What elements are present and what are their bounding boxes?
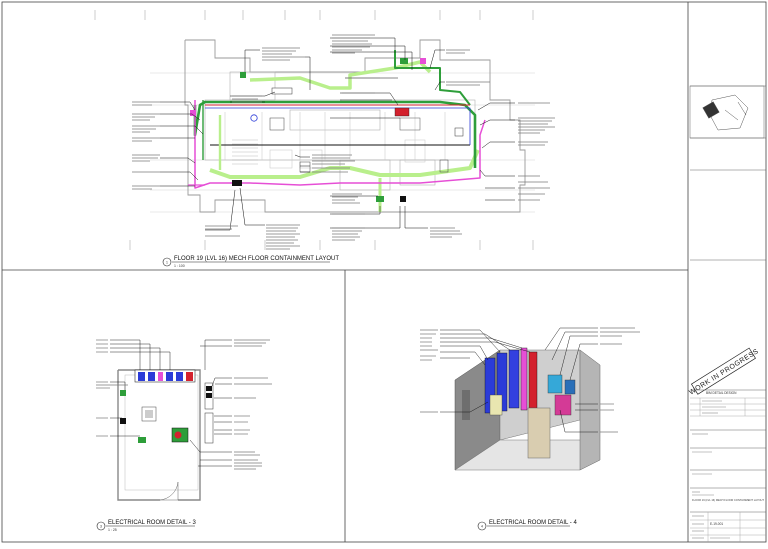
wall-socket xyxy=(120,390,126,396)
floor-box-2 xyxy=(138,437,146,443)
key-plan xyxy=(702,94,749,131)
riser-box xyxy=(204,412,214,444)
detail4-number-circle xyxy=(477,521,487,531)
green-tray-north xyxy=(394,50,471,106)
equipment-e xyxy=(420,58,426,64)
grid-ticks-bottom xyxy=(129,240,534,250)
plan-view-scale: 1 : 100 xyxy=(174,264,185,268)
equipment-c xyxy=(400,196,406,202)
plan-leaders xyxy=(160,37,515,231)
riser-marker xyxy=(250,114,258,122)
iso-light-panel xyxy=(489,394,503,416)
equipment-h xyxy=(454,127,464,137)
title-block-heading: BIM DETAIL DESIGN xyxy=(706,391,737,395)
detail3-number: 3 xyxy=(100,524,102,528)
equipment-b xyxy=(376,196,384,202)
detail3-tag-labels xyxy=(96,339,272,470)
iso-panel-pink xyxy=(554,394,572,416)
iso-cabinet-red xyxy=(528,351,538,409)
switch-room xyxy=(399,117,421,131)
plan-equipment xyxy=(190,58,464,202)
iso-panel-teal xyxy=(564,379,576,395)
blue-cable-route xyxy=(205,107,471,145)
plan-view-number: 1 xyxy=(166,260,168,264)
detail3-title: ELECTRICAL ROOM DETAIL - 3 xyxy=(108,520,196,526)
equipment-a xyxy=(232,180,242,186)
equipment-g xyxy=(240,72,246,78)
detail3-number-circle xyxy=(96,521,106,531)
detail3-leaders xyxy=(110,339,232,467)
plan-tag-labels xyxy=(132,34,555,250)
iso-door xyxy=(527,407,551,459)
detail4-view-title: 4 ELECTRICAL ROOM DETAIL - 4 xyxy=(477,520,577,531)
comms-cabinet xyxy=(271,87,293,95)
plant-box-1 xyxy=(269,117,285,131)
title-block-fields xyxy=(692,400,730,539)
plan-view-title-text: FLOOR 19 (LVL 16) MECH FLOOR CONTAINMENT… xyxy=(174,256,339,262)
detail3-room xyxy=(117,369,214,501)
plan-view-title: 1 FLOOR 19 (LVL 16) MECH FLOOR CONTAINME… xyxy=(162,256,339,268)
detail4-title: ELECTRICAL ROOM DETAIL - 4 xyxy=(489,520,577,526)
room-partitions xyxy=(224,112,446,169)
detail3-view-title: 3 ELECTRICAL ROOM DETAIL - 3 1 : 25 xyxy=(96,520,196,532)
drawing-number: E-19-001 xyxy=(710,522,723,526)
door-swing xyxy=(159,481,179,501)
detail3-scale: 1 : 25 xyxy=(108,528,117,532)
detail4-tag-labels xyxy=(420,327,640,433)
equipment-d xyxy=(400,58,408,64)
title-block: BIM DETAIL DESIGN FLOOR 19 (LVL 16) MECH… xyxy=(689,85,766,542)
plant-box-3 xyxy=(439,159,449,173)
distribution-board xyxy=(394,107,410,117)
key-plan-frame xyxy=(689,85,765,139)
drawing-title-line1: FLOOR 19 (LVL 16) MECH FLOOR CONTAINMENT… xyxy=(692,499,765,502)
light-green-tray-north xyxy=(249,60,432,90)
iso-cabinet-3 xyxy=(508,349,520,409)
floor-box-1 xyxy=(141,406,157,422)
detail4-leaders xyxy=(440,327,598,433)
detail4-isometric xyxy=(454,347,601,471)
grid-ticks-top xyxy=(94,10,534,20)
iso-cabinet-pink xyxy=(520,347,528,411)
plan-view-number-circle xyxy=(162,257,172,267)
equipment-f xyxy=(190,110,196,116)
stair-hatch xyxy=(232,139,258,165)
green-tray-main xyxy=(193,100,477,168)
iso-panel-blue xyxy=(547,374,563,394)
detail4-number: 4 xyxy=(481,524,483,528)
